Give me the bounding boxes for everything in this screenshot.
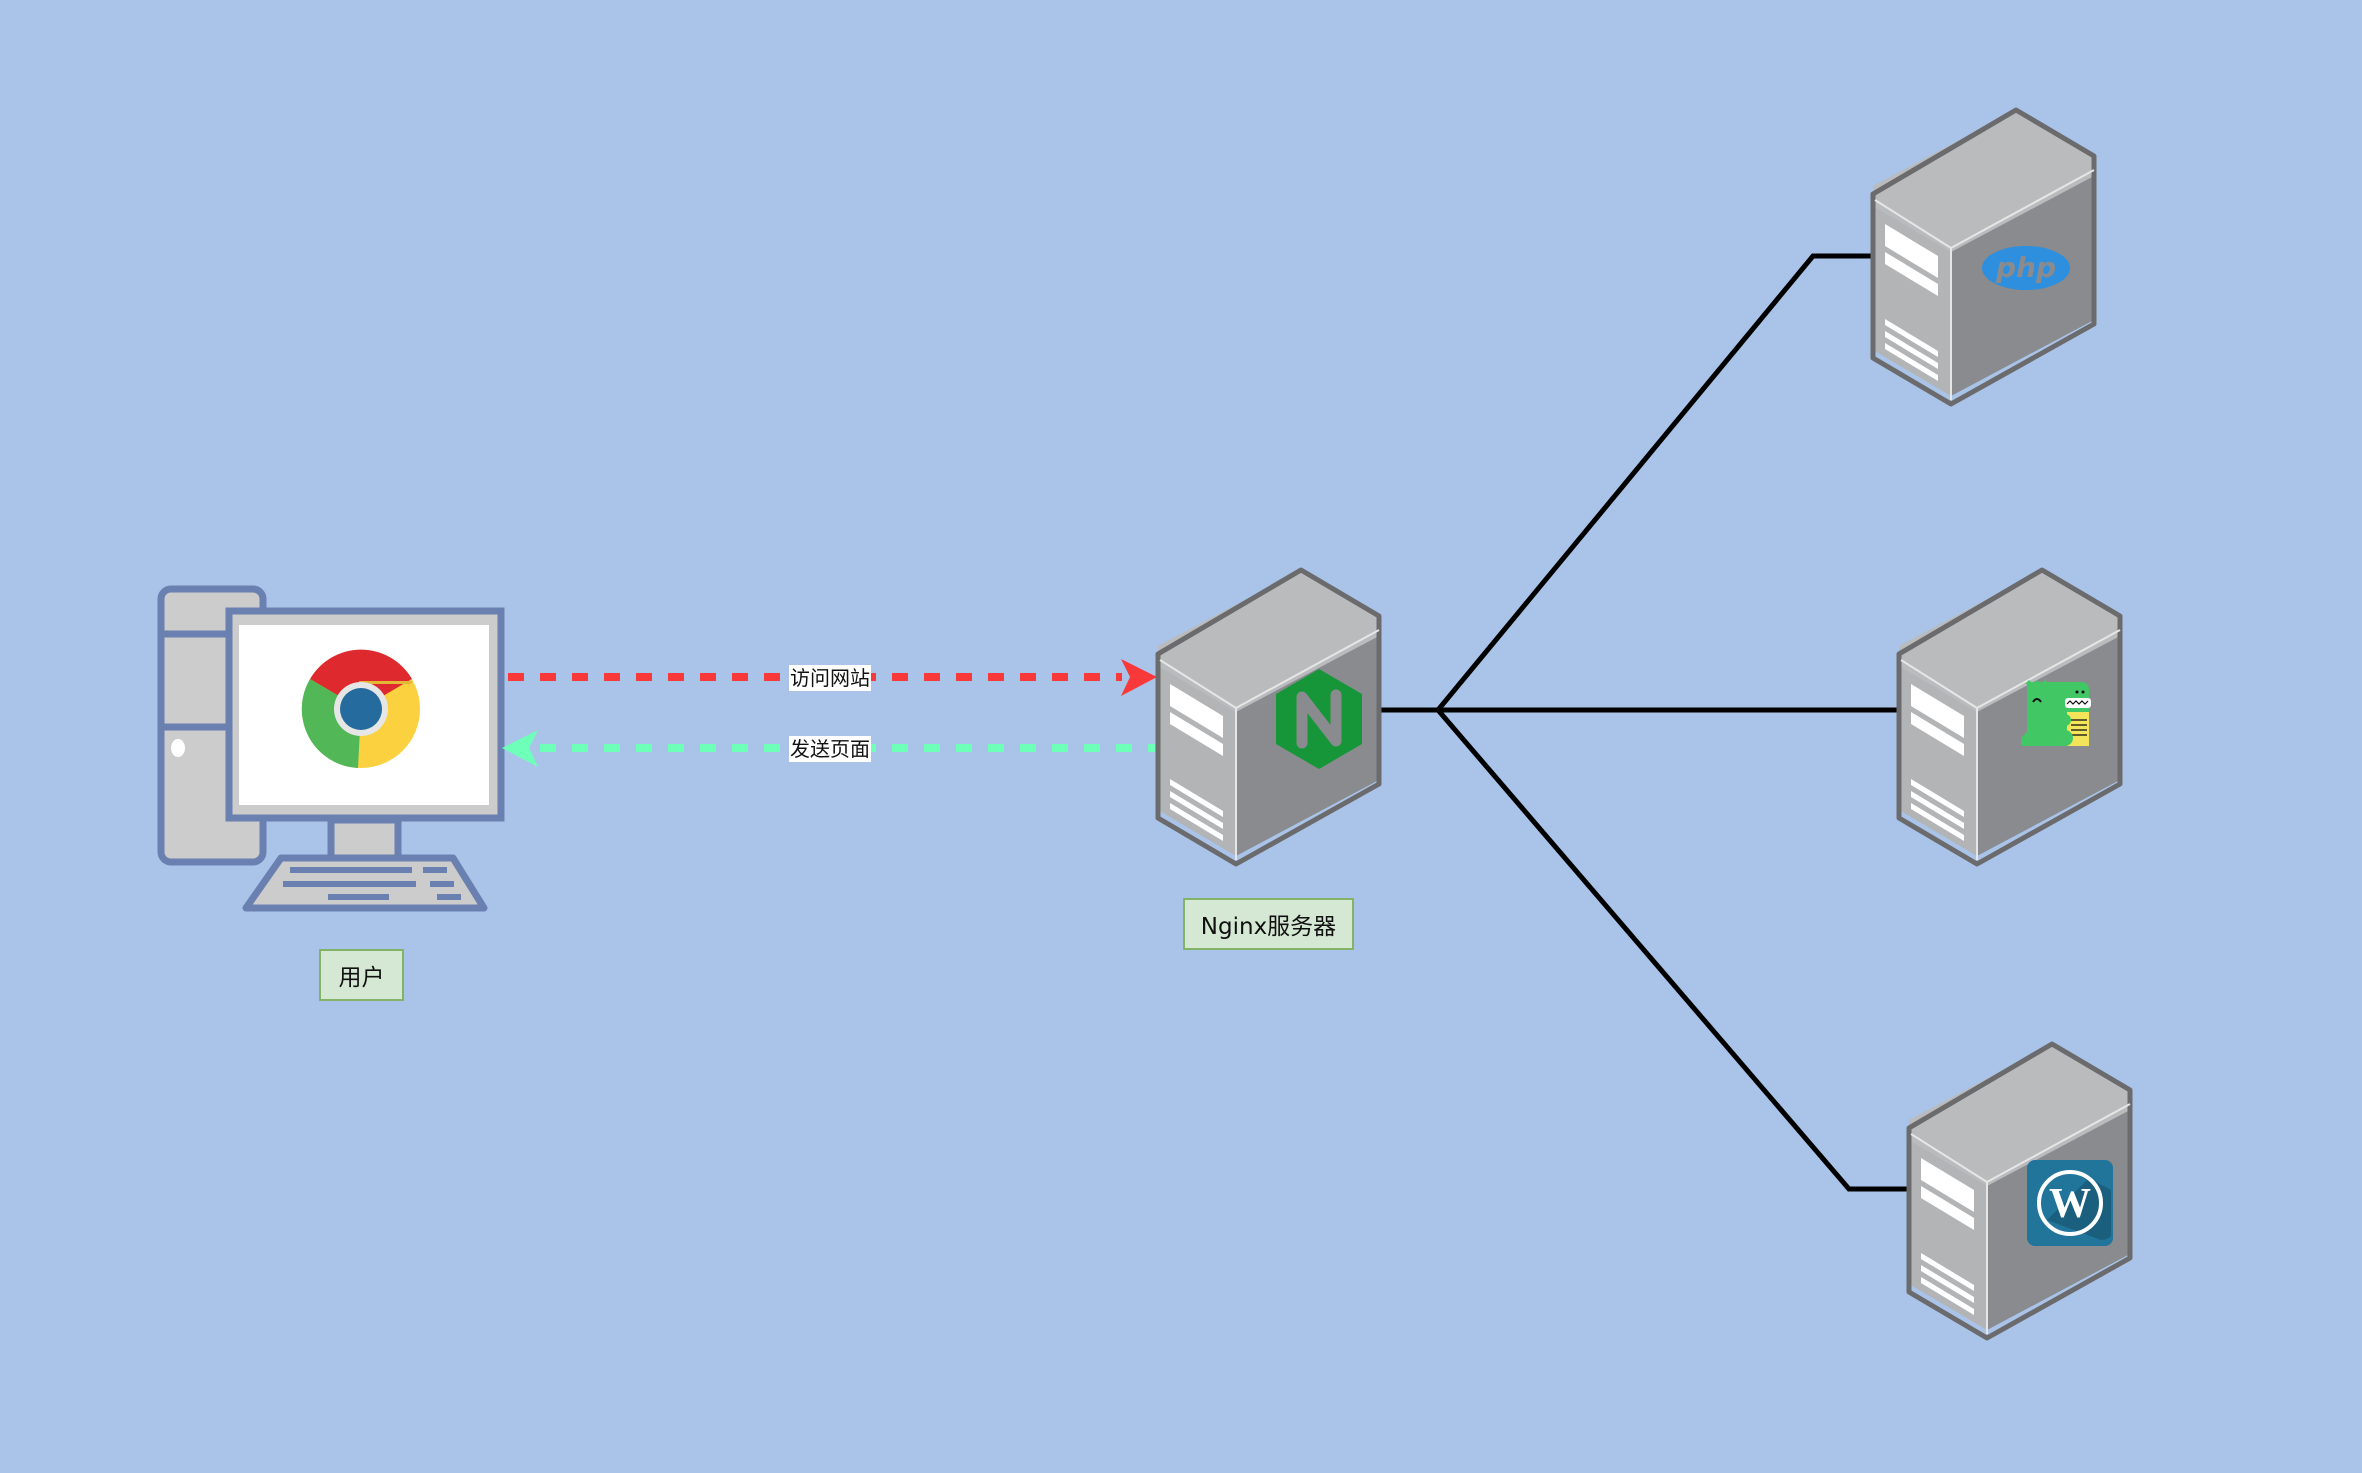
nginx-icon: [1276, 669, 1362, 769]
php-icon: php: [1982, 246, 2070, 290]
edge-to-wordpress: [1378, 707, 1909, 1192]
nginx-label: Nginx服务器: [1183, 898, 1354, 950]
user-label: 用户: [319, 949, 404, 1001]
nginx-server[interactable]: [1158, 570, 1379, 864]
arrowhead-right-icon: [1121, 659, 1157, 696]
wordpress-icon: W: [2027, 1160, 2113, 1246]
svg-text:W: W: [2049, 1181, 2091, 1227]
edge-label-response: 发送页面: [789, 736, 871, 762]
user-computer[interactable]: [157, 585, 505, 912]
wordpress-server[interactable]: W: [1909, 1044, 2130, 1338]
edge-to-php: [1378, 253, 1873, 713]
php-server[interactable]: php: [1873, 110, 2094, 404]
chrome-icon: [301, 649, 420, 768]
edges-backend: [1378, 253, 1909, 1192]
edge-request: [508, 659, 1157, 696]
svg-text:php: php: [1995, 251, 2056, 284]
docsify-server[interactable]: [1899, 570, 2120, 864]
dinosaur-docs-icon: [2021, 680, 2091, 746]
edge-response: [502, 730, 1155, 767]
edge-label-request: 访问网站: [789, 665, 871, 691]
arrowhead-left-icon: [502, 730, 538, 767]
